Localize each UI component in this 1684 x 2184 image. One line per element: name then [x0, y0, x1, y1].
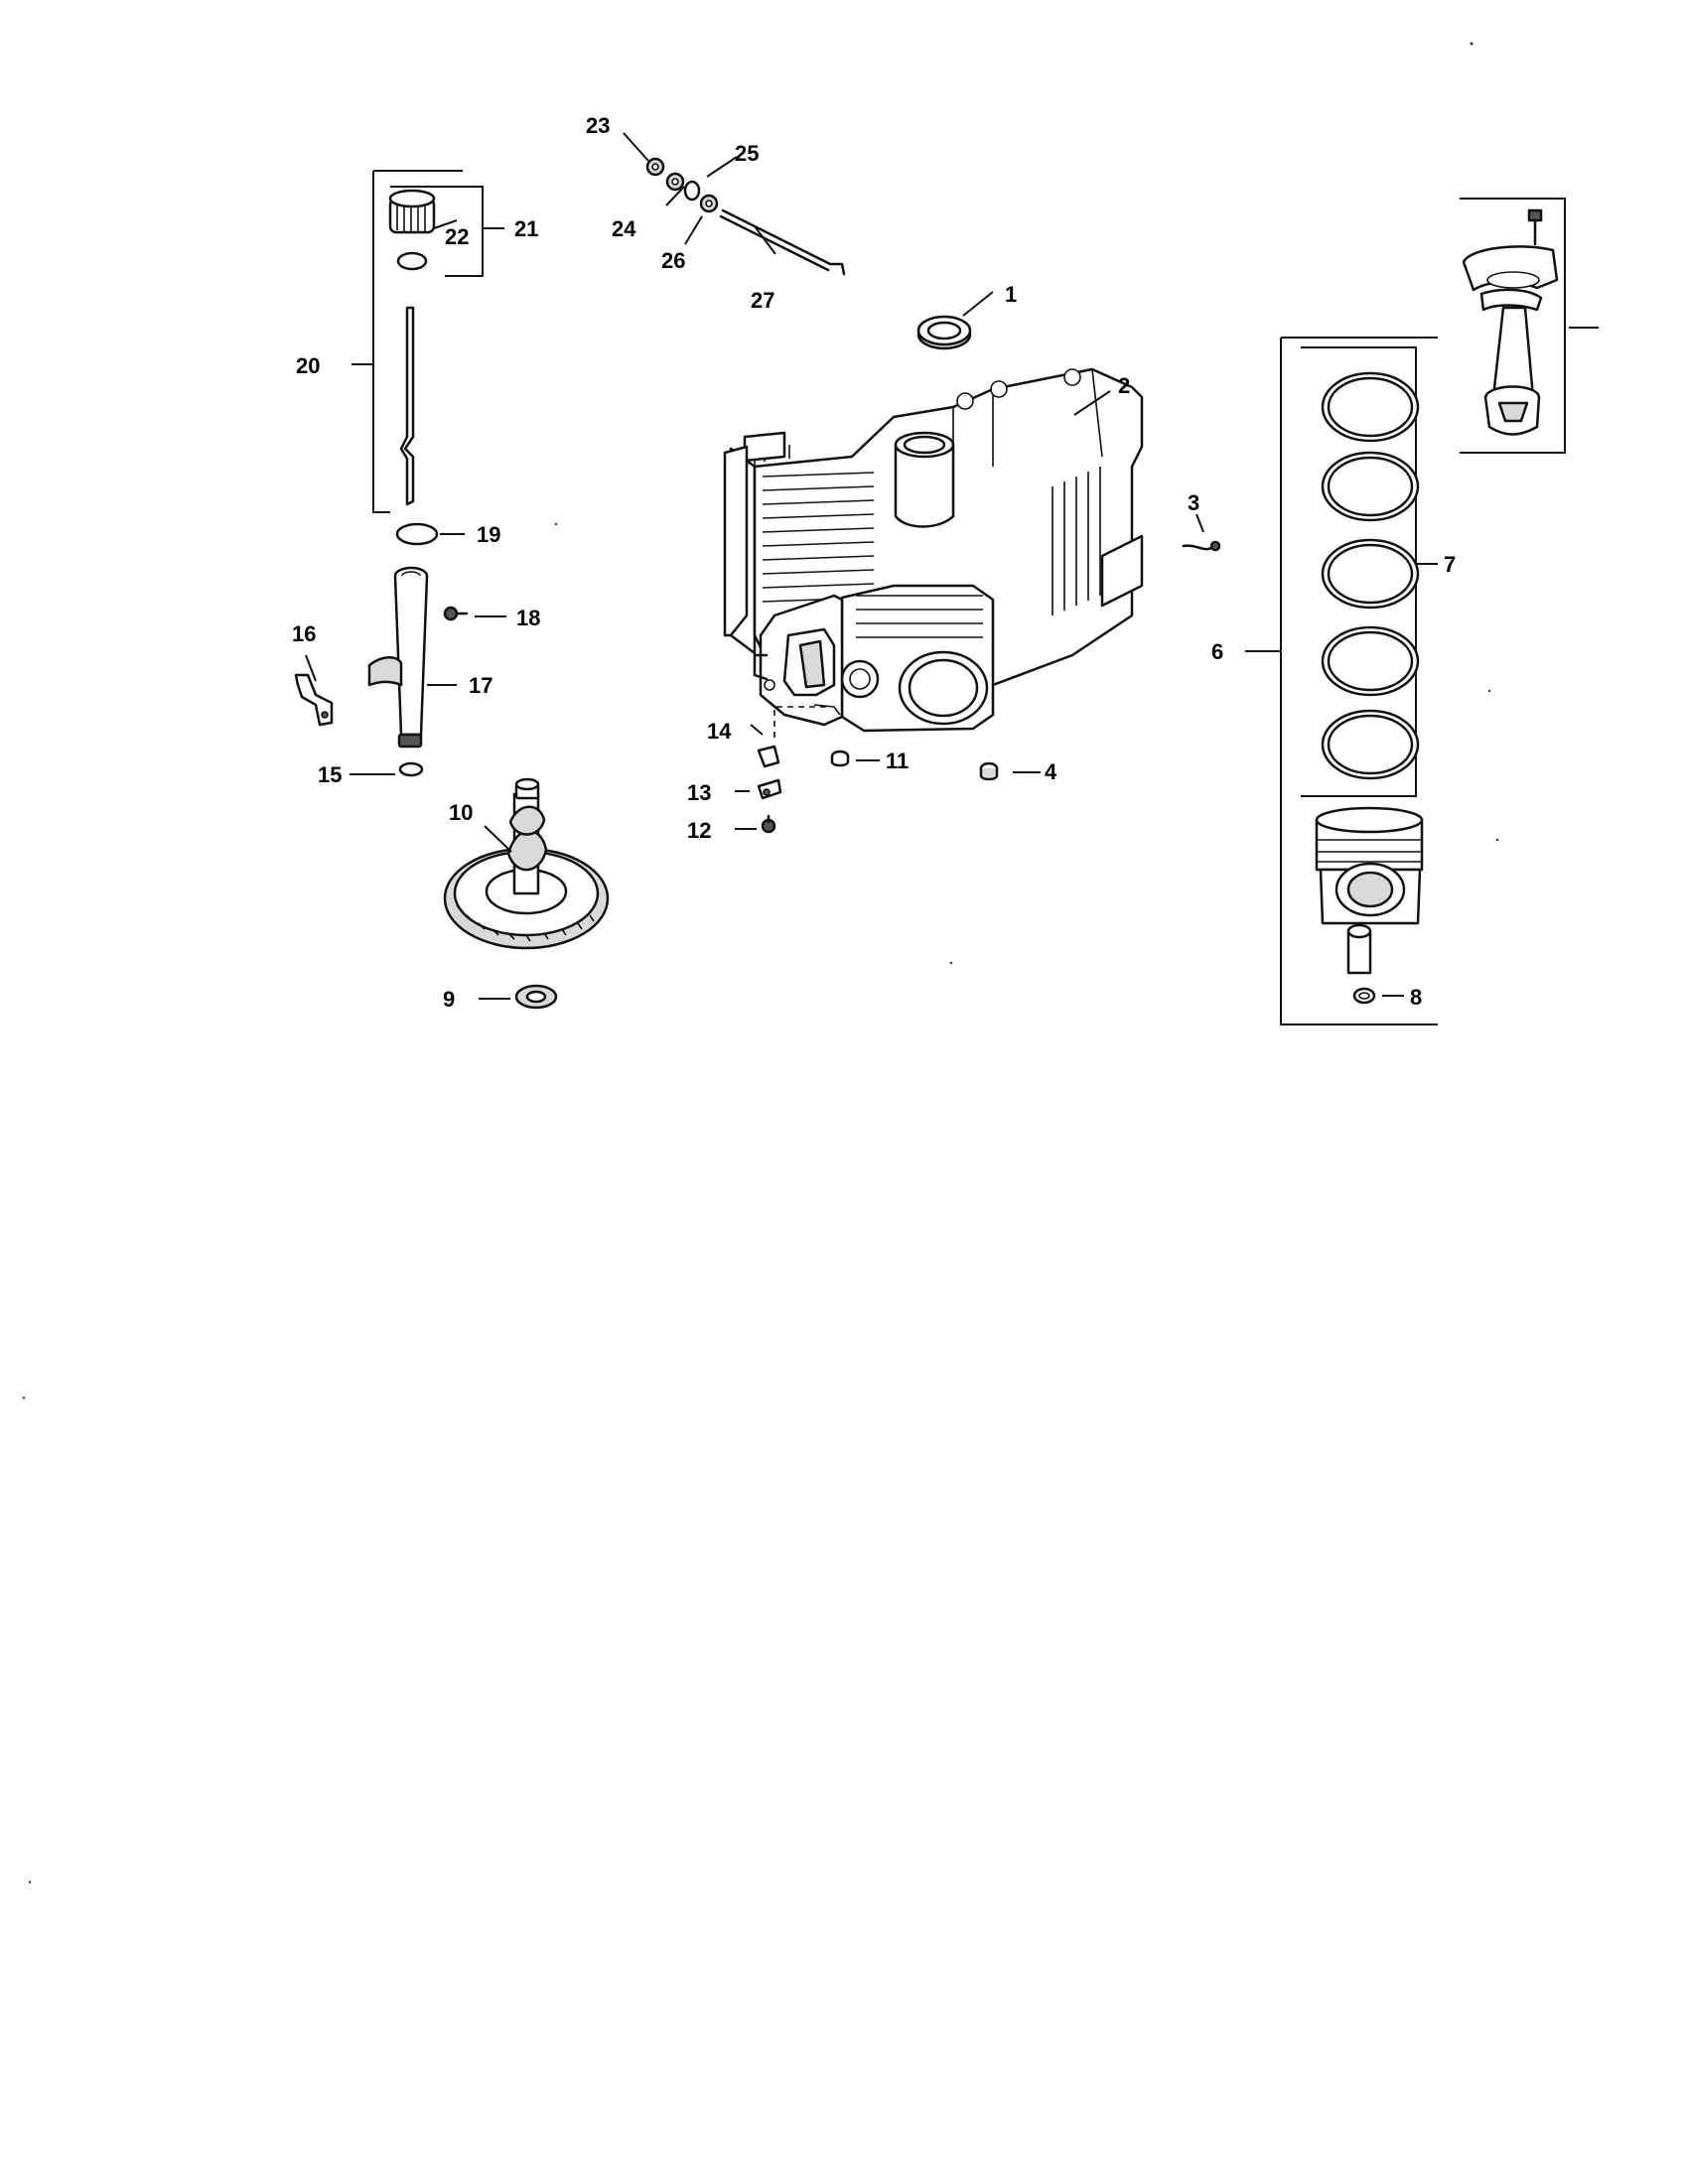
rod-bolt: [1527, 208, 1543, 246]
callout-4: 4: [1045, 759, 1057, 784]
plug-4: [979, 761, 999, 781]
dipstick: [399, 306, 415, 506]
piston-rings: [1321, 371, 1420, 780]
callout-24: 24: [612, 216, 636, 241]
camshaft: [443, 777, 610, 950]
o-ring-19: [395, 522, 439, 546]
washer-9: [514, 984, 558, 1010]
leader-lines: [305, 132, 1438, 1000]
o-ring-15: [398, 761, 424, 777]
callout-1: 1: [1005, 282, 1017, 307]
screw-12: [761, 814, 776, 834]
callout-2: 2: [1118, 373, 1130, 398]
screw-18: [443, 606, 469, 621]
callout-23: 23: [586, 113, 610, 138]
oil-cap: [388, 189, 436, 234]
callout-18: 18: [516, 606, 540, 630]
callout-26: 26: [661, 248, 685, 273]
piston-pin: [1346, 923, 1372, 975]
piston-assembly: [1280, 337, 1438, 1025]
dipstick-tube-assembly: [294, 522, 469, 777]
plug-11: [830, 750, 850, 767]
connecting-rod: [1460, 198, 1599, 454]
clip-14: [757, 745, 780, 768]
callout-12: 12: [687, 818, 711, 843]
piston: [1315, 806, 1424, 925]
callout-11: 11: [886, 749, 909, 773]
callout-labels: 1 2 3 4 6 7 8 9 10 11 12 13 14 15 16 17 …: [292, 113, 1456, 1012]
callout-16: 16: [292, 621, 316, 646]
callout-9: 9: [443, 987, 455, 1012]
dipstick-tube: [393, 574, 429, 737]
callout-10: 10: [449, 800, 473, 825]
tube-3: [1182, 540, 1221, 552]
callout-3: 3: [1188, 490, 1199, 515]
o-ring-22: [396, 251, 428, 271]
callout-8: 8: [1410, 985, 1422, 1010]
scan-specks: [22, 42, 1499, 1884]
callout-22: 22: [445, 224, 469, 249]
seal-1: [916, 315, 972, 350]
callout-6: 6: [1211, 639, 1223, 664]
crankcase: [723, 367, 1144, 733]
callout-27: 27: [751, 288, 774, 313]
callout-25: 25: [735, 141, 759, 166]
callout-7: 7: [1444, 552, 1456, 577]
callout-19: 19: [477, 522, 500, 547]
callout-14: 14: [707, 719, 732, 744]
callout-17: 17: [469, 673, 492, 698]
callout-13: 13: [687, 780, 711, 805]
clip-13: [757, 778, 782, 800]
callout-15: 15: [318, 762, 342, 787]
dipstick-assembly: [355, 170, 484, 513]
callout-21: 21: [514, 216, 538, 241]
callout-20: 20: [296, 353, 320, 378]
retainer-8: [1352, 987, 1376, 1005]
breather-tube-assembly: [645, 157, 846, 276]
